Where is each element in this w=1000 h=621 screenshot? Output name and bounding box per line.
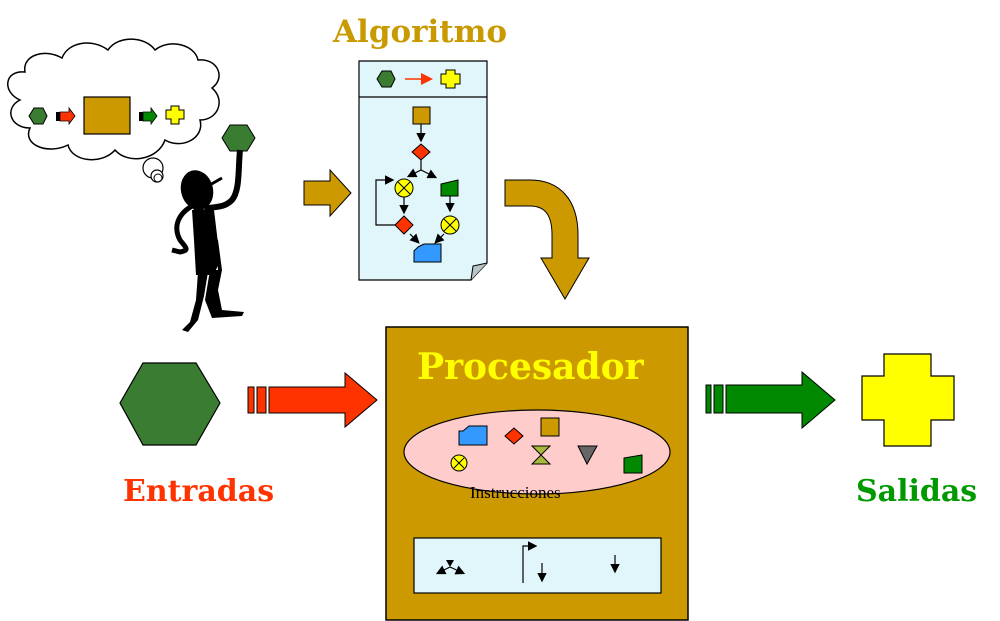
instructions-ellipse	[403, 409, 671, 495]
doc-hexagon-icon	[376, 70, 396, 88]
red-arrow-icon	[56, 106, 76, 126]
instrucciones-label: Instrucciones	[470, 483, 561, 502]
instr-hourglass-icon	[530, 445, 552, 465]
algorithm-document	[358, 60, 488, 281]
input-hexagon-icon	[119, 362, 221, 446]
flow-xor-circle-icon	[394, 178, 414, 198]
instr-square-icon	[540, 417, 560, 437]
salidas-label: Salidas	[856, 474, 978, 509]
flow-start-square-icon	[412, 106, 431, 125]
doc-cross-icon	[440, 69, 461, 89]
green-arrow-icon	[139, 106, 158, 126]
output-cross-icon	[861, 353, 955, 447]
held-hexagon-icon	[221, 124, 256, 152]
branch-arrows-icon	[435, 560, 466, 575]
instr-parallelogram-icon	[623, 454, 643, 474]
entradas-label: Entradas	[123, 474, 275, 509]
person-figure	[171, 124, 256, 332]
cross-icon	[165, 105, 185, 125]
flow-end-folder-icon	[413, 243, 442, 263]
head	[180, 170, 214, 210]
gold-curved-arrow-icon	[504, 179, 590, 300]
thought-bubble	[7, 38, 220, 183]
algoritmo-title: Algoritmo	[333, 14, 508, 50]
hexagon-icon	[28, 107, 48, 125]
processor-box-icon	[83, 96, 131, 135]
input-arrow-icon	[247, 371, 378, 429]
procesador-title: Procesador	[417, 346, 644, 388]
gold-right-arrow-icon	[303, 168, 352, 218]
output-arrow-icon	[705, 370, 836, 430]
flow-xor-circle-2-icon	[440, 215, 460, 235]
jump-arrow-icon	[522, 541, 538, 583]
processor-box	[385, 326, 689, 621]
instr-xor-circle-icon	[450, 454, 468, 472]
flow-diamond-2-icon	[394, 215, 414, 235]
control-panel	[413, 537, 662, 594]
instr-folder-icon	[458, 425, 488, 446]
instr-triangle-icon	[577, 445, 598, 466]
instr-diamond-icon	[504, 427, 524, 445]
flow-parallelogram-icon	[440, 179, 459, 197]
flow-loop-arrow	[375, 175, 397, 226]
